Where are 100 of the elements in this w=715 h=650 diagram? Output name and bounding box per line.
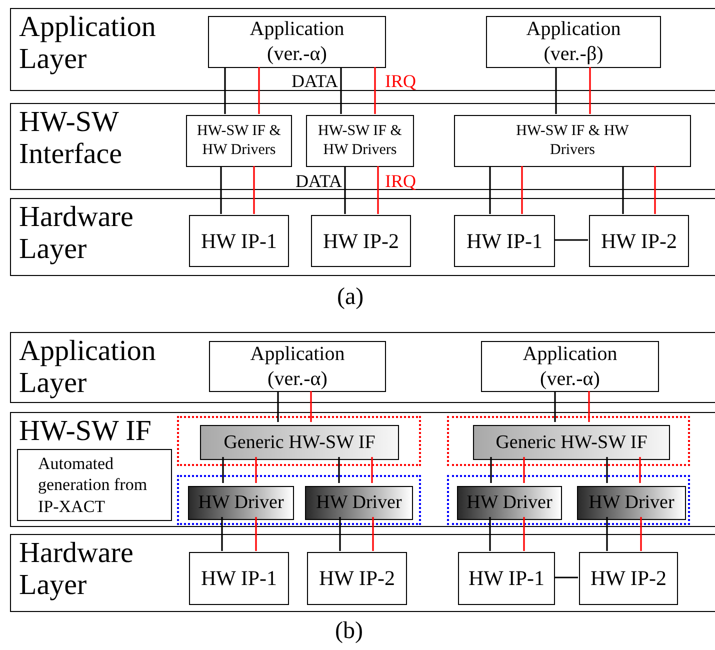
layer-band [10, 412, 715, 527]
connector-line [255, 517, 257, 551]
connector-line [589, 67, 591, 114]
layer-band [10, 103, 715, 190]
gradient-box [188, 486, 294, 520]
process-box [208, 16, 386, 68]
panel-caption: (a) [337, 284, 364, 311]
box-label: Generic HW-SW IF [222, 430, 376, 454]
process-box [209, 341, 386, 392]
box-label: HW IP-1 [200, 228, 278, 254]
box-label: HW IP-1 [467, 565, 546, 592]
gradient-box [457, 486, 562, 520]
connector-line [338, 457, 340, 483]
connector-line [371, 457, 373, 483]
process-box [589, 215, 689, 267]
connector-line [277, 391, 279, 422]
connector-line [224, 67, 226, 114]
connector-line [255, 457, 257, 483]
connector-line [588, 391, 590, 422]
box-label: Application (ver.-α) [249, 342, 346, 392]
process-box [486, 16, 661, 68]
process-box [189, 552, 289, 605]
connector-line [489, 517, 491, 551]
process-box [579, 552, 678, 605]
edge-label: IRQ [385, 72, 416, 90]
connector-line [555, 67, 557, 114]
box-label: HW Driver [315, 491, 403, 515]
connector-line [554, 576, 578, 578]
connector-line [340, 67, 342, 114]
connector-line [372, 517, 374, 551]
box-label: Application (ver.-α) [248, 17, 346, 67]
box-label: HW Driver [197, 491, 285, 515]
box-label: HW IP-2 [322, 228, 400, 254]
layer-band [10, 332, 715, 403]
box-label: Automated generation from IP-XACT [37, 453, 148, 517]
dotted-group-outline [447, 475, 690, 525]
dotted-group-outline [447, 416, 690, 466]
process-box [307, 552, 407, 605]
box-label: HW Driver [466, 491, 554, 515]
connector-line [258, 67, 260, 114]
layer-band [10, 8, 715, 91]
connector-line [622, 166, 624, 214]
dotted-group-outline [177, 416, 421, 466]
process-box [186, 115, 292, 167]
gradient-box [473, 425, 670, 460]
box-label: Application (ver.-β) [525, 17, 622, 67]
box-label: Application (ver.-α) [522, 342, 618, 392]
gradient-box [305, 486, 413, 520]
connector-line [490, 457, 492, 483]
connector-line [253, 166, 255, 214]
connector-line [639, 457, 641, 483]
connector-line [310, 391, 312, 422]
note-box [17, 449, 172, 521]
connector-line [606, 517, 608, 551]
layer-band [10, 534, 715, 612]
process-box [311, 215, 411, 267]
box-label: HW-SW IF & HW Drivers [515, 122, 630, 160]
connector-line [523, 457, 525, 483]
connector-line [339, 517, 341, 551]
layer-band [10, 198, 715, 276]
connector-line [554, 239, 588, 241]
process-box [481, 341, 659, 392]
layer-title: HW-SW IF [19, 415, 152, 448]
panel-caption: (b) [335, 618, 363, 645]
layer-title: Hardware Layer [19, 537, 134, 602]
box-label: HW IP-2 [589, 565, 668, 592]
connector-line [374, 67, 376, 114]
process-box [306, 115, 414, 167]
connector-line [606, 457, 608, 483]
box-label: Generic HW-SW IF [494, 430, 648, 454]
connector-line [640, 517, 642, 551]
process-box [189, 215, 289, 267]
box-label: HW IP-1 [200, 565, 278, 592]
box-label: HW IP-1 [465, 228, 544, 254]
connector-line [554, 391, 556, 422]
layer-title: Application Layer [19, 11, 157, 76]
process-box [454, 215, 555, 267]
connector-line [221, 517, 223, 551]
connector-line [220, 166, 222, 214]
gradient-box [200, 425, 399, 460]
box-label: HW IP-2 [318, 565, 396, 592]
edge-label: DATA [295, 172, 342, 190]
gradient-box [577, 486, 686, 520]
edge-label: DATA [291, 72, 338, 90]
connector-line [489, 166, 491, 214]
box-label: HW IP-2 [600, 228, 678, 254]
layer-title: Application Layer [19, 335, 157, 400]
connector-line [377, 166, 379, 214]
connector-line [222, 457, 224, 483]
dotted-group-outline [177, 475, 421, 525]
connector-line [654, 166, 656, 214]
layer-title: HW-SW Interface [19, 106, 124, 171]
connector-line [521, 166, 523, 214]
layer-title: Hardware Layer [19, 201, 134, 266]
process-box [454, 115, 691, 167]
box-label: HW-SW IF & HW Drivers [196, 122, 282, 160]
connector-line [523, 517, 525, 551]
edge-label: IRQ [385, 172, 416, 190]
box-label: HW Driver [588, 491, 676, 515]
box-label: HW-SW IF & HW Drivers [317, 122, 403, 160]
